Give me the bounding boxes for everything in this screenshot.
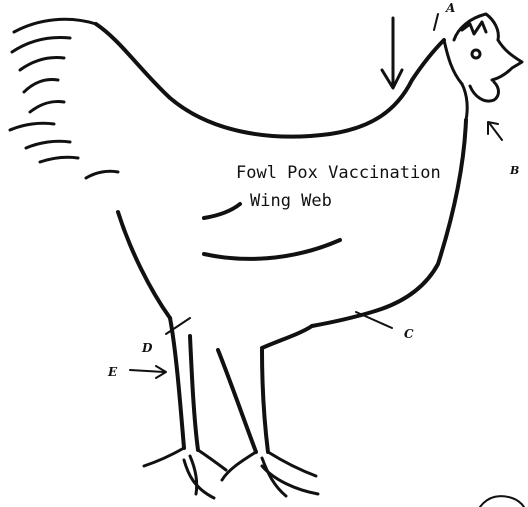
label-d: D [142, 342, 152, 354]
arrow-e [130, 370, 164, 372]
tail-feathers [10, 19, 118, 178]
corner-fragment [480, 496, 524, 507]
legs [170, 318, 268, 452]
arrow-b [490, 124, 502, 140]
tick-a [434, 14, 438, 30]
feet [144, 448, 318, 498]
head [444, 14, 522, 120]
breast-outline [312, 120, 466, 326]
label-a: A [446, 2, 455, 14]
under-outline [262, 326, 312, 348]
wing [204, 204, 340, 259]
label-c: C [404, 328, 414, 340]
back-arrow [382, 18, 402, 88]
tick-c [356, 312, 392, 328]
belly-outline [118, 212, 170, 318]
label-b: B [510, 165, 519, 176]
wing-web-caption: Wing Web [250, 193, 332, 210]
label-e: E [108, 366, 117, 378]
fowl-pox-caption: Fowl Pox Vaccination [236, 165, 441, 182]
